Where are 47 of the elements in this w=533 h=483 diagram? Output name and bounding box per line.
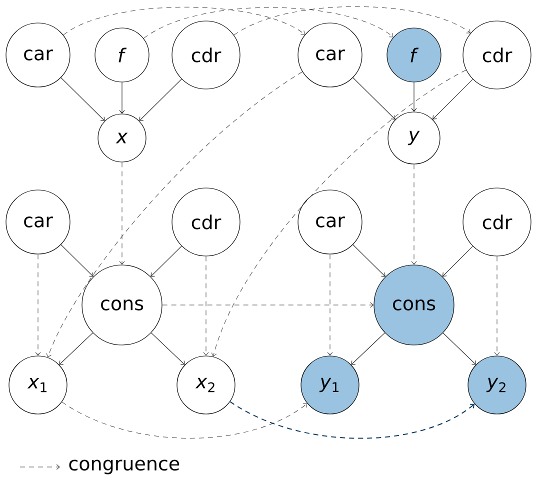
circle-node: f (94, 28, 150, 82)
arrow (60, 77, 105, 121)
arrow (442, 246, 473, 276)
arrow (62, 402, 308, 438)
arrow (35, 254, 41, 356)
arrow (203, 256, 209, 356)
circle-node: x$_{1}$ (8, 356, 68, 414)
arrow (352, 77, 396, 120)
arrow (230, 401, 475, 439)
arrow (442, 332, 476, 365)
arrow (432, 79, 473, 120)
arrow (150, 332, 185, 365)
circle-node: cons (82, 264, 162, 346)
arrow (59, 332, 94, 365)
arrow (411, 164, 417, 265)
circle-node: car (298, 190, 362, 254)
arrow (211, 70, 466, 356)
circle-node: car (298, 22, 362, 88)
circle-node: y$_{1}$ (300, 356, 360, 414)
arrow (63, 6, 305, 36)
circle-node: x (98, 114, 146, 162)
arrow (327, 254, 333, 356)
arrow (351, 332, 386, 365)
arrow (139, 78, 182, 121)
circle-node: cdr (462, 20, 532, 90)
arrow (60, 244, 94, 277)
arrow (411, 82, 417, 112)
arrow (119, 82, 125, 114)
arrow (119, 162, 125, 265)
arrow (352, 244, 386, 277)
circle-node: cdr (172, 20, 240, 90)
arrow (234, 6, 470, 36)
arrow (494, 256, 500, 356)
arrow (143, 7, 394, 39)
circle-node: car (6, 190, 70, 254)
arrow (150, 246, 182, 277)
arrow (162, 302, 374, 308)
legend-text: congruence (69, 460, 180, 474)
circle-node: y$_{2}$ (468, 356, 526, 414)
circle-node: cdr (462, 188, 532, 256)
circle-node: x$_{2}$ (176, 356, 236, 414)
circle-node: y (388, 112, 440, 164)
arrow (46, 72, 303, 358)
circle-node: cdr (172, 188, 240, 256)
circle-node: car (6, 22, 70, 88)
circle-node: f (386, 28, 442, 82)
circle-node: cons (374, 264, 454, 346)
